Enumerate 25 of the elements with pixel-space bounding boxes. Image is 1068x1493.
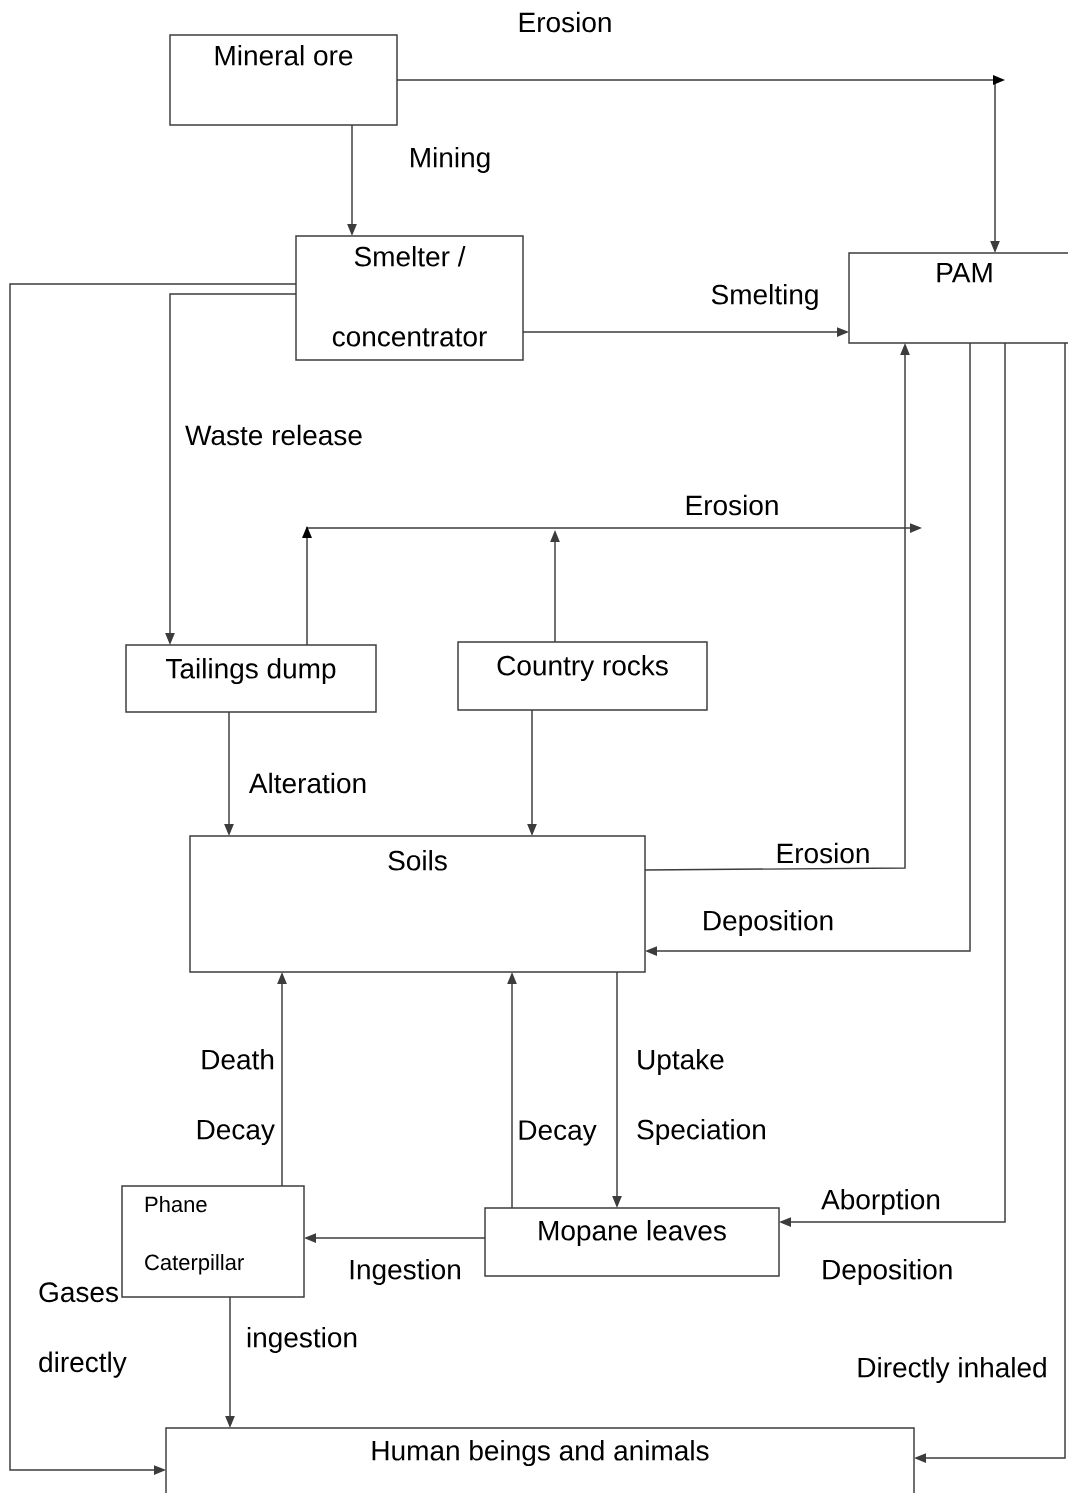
edge-label: Directly inhaled	[858, 1356, 1046, 1384]
edge-label: Death Decay	[197, 1048, 275, 1146]
process-box: Human beings and animals	[165, 1427, 915, 1493]
edge-label: Ingestion	[350, 1258, 460, 1286]
edge-label: Uptake Speciation	[637, 1048, 765, 1146]
arrow	[9, 283, 297, 1475]
process-box: Country rocks	[457, 641, 708, 711]
edge-label: Decay	[519, 1120, 597, 1146]
process-box: Soils	[189, 835, 646, 973]
edge-label: Deposition	[704, 909, 833, 937]
edge-label: Waste release	[185, 424, 362, 446]
edge-label: Smelting	[711, 283, 818, 311]
edge-label: Erosion	[686, 494, 778, 516]
edge-label: ingestion	[247, 1326, 357, 1354]
edge-label: Mining	[411, 146, 490, 174]
process-box: Mopane leaves	[484, 1207, 780, 1277]
edge-label: Erosion	[777, 842, 869, 864]
edge-label: Erosion	[519, 11, 611, 33]
edge-label: Alteration	[248, 772, 366, 794]
process-box: Mineral ore	[169, 34, 398, 126]
process-box: Phane Caterpillar	[121, 1185, 305, 1298]
process-box: Smelter / concentrator	[295, 235, 524, 361]
process-box: Tailings dump	[125, 644, 377, 713]
process-box: PAM	[848, 252, 1068, 344]
edge-label: Aborption Deposition	[821, 1188, 952, 1286]
